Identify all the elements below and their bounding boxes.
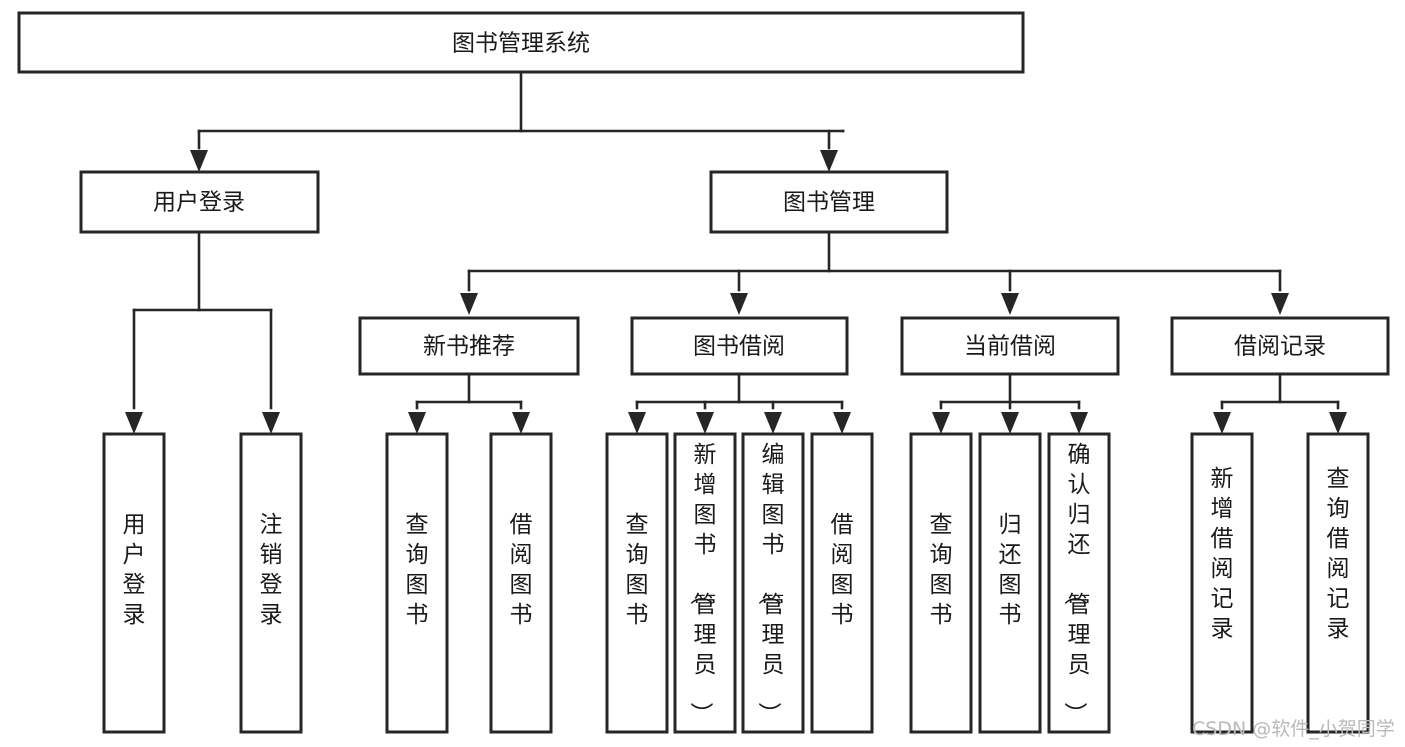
connector-group-current: [932, 372, 1088, 434]
leaf-box-confirm-return[interactable]: [1047, 432, 1111, 734]
csdn-watermark: CSDN @软件_小贺同学: [1192, 718, 1395, 740]
leaf-node[interactable]: 确认归还（管理员）: [1047, 432, 1111, 734]
leaf-box-add-record[interactable]: [1190, 432, 1254, 734]
node-book-borrow-label: 图书借阅: [693, 334, 785, 360]
leaf-box-query-record[interactable]: [1306, 432, 1370, 734]
arrow-borrow-to-leaf-4: [833, 412, 851, 434]
connector-group-root: [190, 70, 845, 172]
node-book-borrow-box[interactable]: [630, 316, 849, 376]
node-borrow-records-label: 借阅记录: [1234, 334, 1326, 360]
arrow-current-to-leaf-1: [932, 412, 950, 434]
node-new-book-recommend-box[interactable]: [358, 316, 580, 376]
node-root-label: 图书管理系统: [452, 31, 590, 57]
leaf-node[interactable]: 查询借阅记录: [1306, 432, 1370, 734]
leaf-label-confirm-return: 确认归还（管理员）: [1062, 442, 1091, 725]
leaf-node[interactable]: 编辑图书（管理员）: [741, 432, 805, 734]
arrow-root-to-book-mgmt: [820, 150, 838, 172]
leaf-node[interactable]: 查询图书: [909, 432, 973, 734]
connector-group-records: [1213, 372, 1347, 434]
arrow-user-to-leaf-1: [125, 412, 143, 434]
arrow-current-to-leaf-2: [1001, 412, 1019, 434]
node-new-book-recommend[interactable]: 新书推荐: [358, 316, 580, 376]
leaf-label-return-book: 归还图书: [999, 512, 1022, 628]
leaf-label-query-book-1: 查询图书: [406, 512, 429, 628]
leaf-box-add-book[interactable]: [673, 432, 737, 734]
node-user-login-label: 用户登录: [153, 190, 245, 216]
arrow-borrow-to-leaf-3: [764, 412, 782, 434]
arrow-newbook-to-leaf-2: [512, 412, 530, 434]
node-root-box[interactable]: [17, 11, 1025, 74]
arrow-records-to-leaf-2: [1329, 412, 1347, 434]
node-borrow-records[interactable]: 借阅记录: [1170, 316, 1390, 376]
leaf-label-query-book-2: 查询图书: [626, 512, 649, 628]
leaf-node[interactable]: 借阅图书: [489, 432, 553, 734]
connector-group-user-login: [125, 230, 280, 434]
node-book-borrow[interactable]: 图书借阅: [630, 316, 849, 376]
leaf-box-borrow-book-1[interactable]: [489, 432, 553, 734]
arrow-records-to-leaf-1: [1213, 412, 1231, 434]
leaf-box-edit-book[interactable]: [741, 432, 805, 734]
leaf-box-query-book-2[interactable]: [605, 432, 669, 734]
arrow-bookmgmt-to-new-book: [460, 293, 478, 315]
leaf-label-edit-book: 编辑图书（管理员）: [756, 442, 785, 725]
leaf-label-query-record: 查询借阅记录: [1327, 466, 1350, 642]
node-current-borrow-box[interactable]: [900, 316, 1120, 376]
leaf-box-query-book-3[interactable]: [909, 432, 973, 734]
leaf-label-borrow-book-2: 借阅图书: [831, 512, 854, 628]
leaf-node[interactable]: 用户登录: [102, 432, 166, 734]
connector-group-book-mgmt: [460, 230, 1289, 315]
leaf-node[interactable]: 查询图书: [605, 432, 669, 734]
node-borrow-records-box[interactable]: [1170, 316, 1390, 376]
leaf-node[interactable]: 注销登录: [239, 432, 303, 734]
node-book-management[interactable]: 图书管理: [709, 170, 949, 234]
leaf-label-add-record: 新增借阅记录: [1211, 466, 1234, 642]
connector-group-new-book: [408, 372, 530, 434]
leaf-label-query-book-3: 查询图书: [930, 512, 953, 628]
leaf-box-query-book-1[interactable]: [385, 432, 449, 734]
node-current-borrow-label: 当前借阅: [964, 334, 1056, 360]
leaf-label-logout: 注销登录: [260, 512, 283, 628]
arrow-root-to-user-login: [190, 150, 208, 172]
node-user-login-box[interactable]: [79, 170, 320, 234]
leaf-node[interactable]: 新增图书（管理员）: [673, 432, 737, 734]
arrow-current-to-leaf-3: [1070, 412, 1088, 434]
arrow-bookmgmt-to-current: [1001, 293, 1019, 315]
arrow-bookmgmt-to-records: [1271, 293, 1289, 315]
node-user-login[interactable]: 用户登录: [79, 170, 320, 234]
arrow-bookmgmt-to-borrow: [730, 293, 748, 315]
leaf-box-return-book[interactable]: [978, 432, 1042, 734]
leaf-label-add-book: 新增图书（管理员）: [688, 442, 717, 725]
node-new-book-recommend-label: 新书推荐: [423, 334, 515, 360]
leaf-node[interactable]: 归还图书: [978, 432, 1042, 734]
arrow-borrow-to-leaf-1: [628, 412, 646, 434]
leaf-node[interactable]: 新增借阅记录: [1190, 432, 1254, 734]
arrow-newbook-to-leaf-1: [408, 412, 426, 434]
leaf-box-user-login[interactable]: [102, 432, 166, 734]
node-root[interactable]: 图书管理系统: [17, 11, 1025, 74]
node-current-borrow[interactable]: 当前借阅: [900, 316, 1120, 376]
arrow-borrow-to-leaf-2: [696, 412, 714, 434]
leaf-label-user-login: 用户登录: [123, 512, 146, 628]
leaf-box-logout[interactable]: [239, 432, 303, 734]
node-book-management-label: 图书管理: [783, 190, 875, 216]
leaf-box-borrow-book-2[interactable]: [810, 432, 874, 734]
connector-group-borrow: [628, 372, 851, 434]
arrow-user-to-leaf-2: [262, 412, 280, 434]
leaf-node[interactable]: 借阅图书: [810, 432, 874, 734]
leaf-label-borrow-book-1: 借阅图书: [510, 512, 533, 628]
leaf-node[interactable]: 查询图书: [385, 432, 449, 734]
node-book-management-box[interactable]: [709, 170, 949, 234]
